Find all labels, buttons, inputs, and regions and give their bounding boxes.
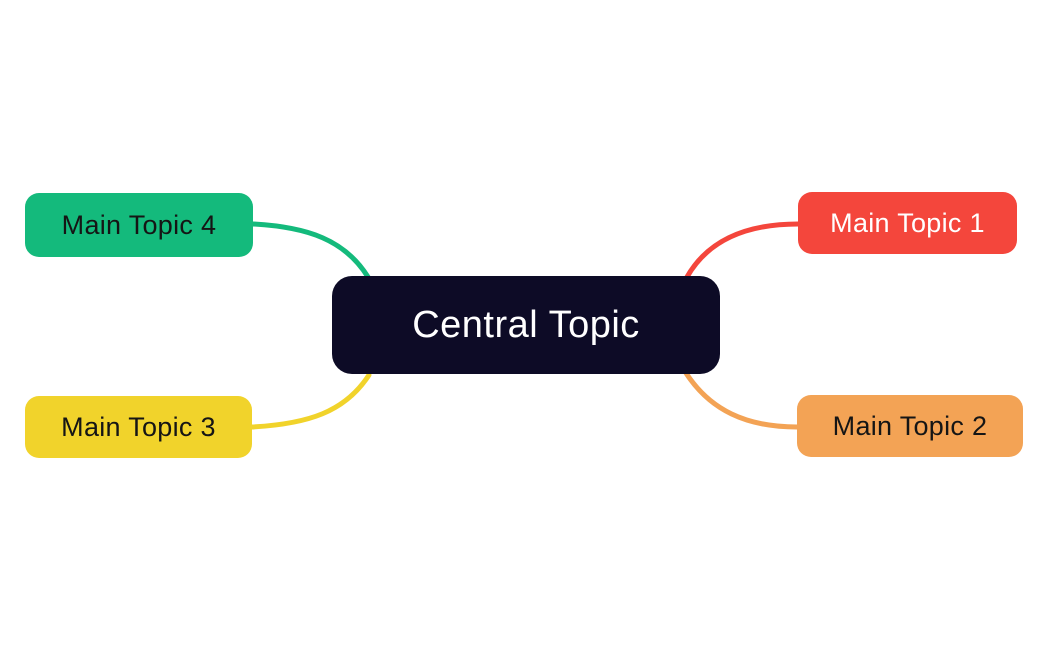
connector-central-topic3 <box>249 372 372 430</box>
main-topic-1-node[interactable]: Main Topic 1 <box>798 192 1017 254</box>
central-topic-label: Central Topic <box>412 303 640 346</box>
connector-central-topic2 <box>683 370 800 430</box>
main-topic-2-label: Main Topic 2 <box>832 410 988 441</box>
main-topic-2-node[interactable]: Main Topic 2 <box>797 395 1023 457</box>
connector-central-topic4 <box>250 221 371 280</box>
central-topic-node[interactable]: Central Topic <box>332 276 720 374</box>
connector-central-topic1 <box>684 221 801 280</box>
main-topic-3-node[interactable]: Main Topic 3 <box>25 396 252 458</box>
main-topic-4-label: Main Topic 4 <box>61 209 217 240</box>
main-topic-3-label: Main Topic 3 <box>61 411 216 442</box>
main-topic-1-label: Main Topic 1 <box>830 207 985 238</box>
main-topic-4-node[interactable]: Main Topic 4 <box>25 193 253 257</box>
